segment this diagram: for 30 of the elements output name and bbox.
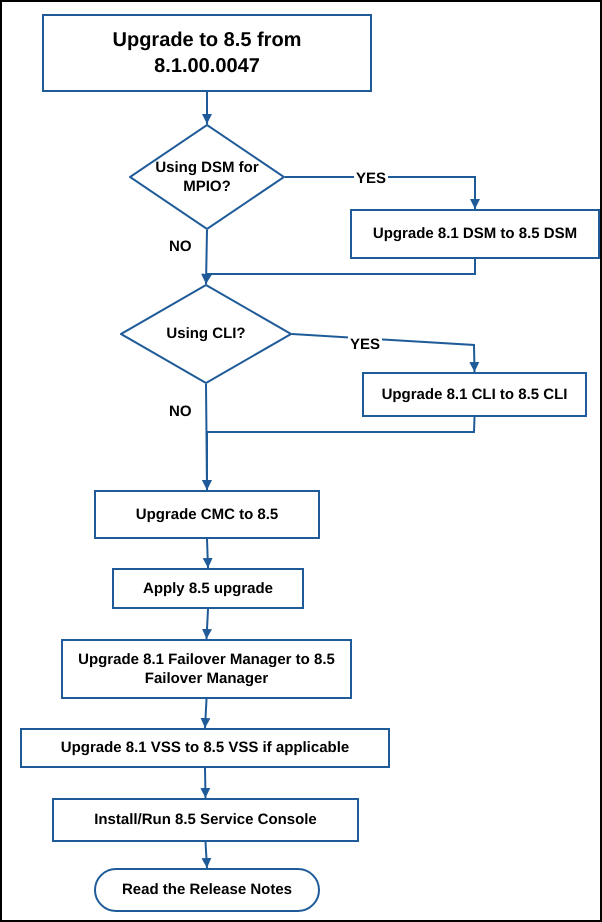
flow-arrow bbox=[201, 842, 212, 868]
process-box bbox=[94, 490, 320, 539]
flow-arrow bbox=[202, 538, 213, 568]
process-box bbox=[52, 798, 359, 842]
process-box bbox=[20, 728, 390, 768]
process-box bbox=[362, 372, 587, 417]
flow-arrow bbox=[202, 92, 212, 124]
step-text: Upgrade 8.1 DSM to 8.5 DSM bbox=[372, 224, 578, 244]
decision-diamond bbox=[120, 284, 292, 384]
step-text: Install/Run 8.5 Service Console bbox=[94, 810, 317, 830]
step-text: Upgrade 8.1 CLI to 8.5 CLI bbox=[382, 384, 568, 404]
decision-diamond bbox=[129, 124, 285, 230]
step-text: Upgrade 8.1 Failover Manager to 8.5 Failover Manager bbox=[77, 650, 336, 688]
step-text: Upgrade 8.1 VSS to 8.5 VSS if applicable bbox=[60, 738, 350, 758]
flow-arrow bbox=[200, 768, 210, 798]
process-box bbox=[61, 639, 352, 699]
process-box bbox=[42, 14, 372, 92]
process-box bbox=[350, 209, 600, 259]
process-box bbox=[112, 568, 304, 609]
terminal-box bbox=[94, 868, 320, 912]
step-text: Upgrade to 8.5 from 8.1.00.0047 bbox=[112, 28, 302, 79]
flow-arrow bbox=[202, 416, 476, 490]
step-text: Apply 8.5 upgrade bbox=[142, 578, 274, 598]
step-text: Upgrade CMC to 8.5 bbox=[136, 504, 278, 524]
flow-arrow bbox=[202, 608, 212, 640]
step-text: Using DSM for MPIO? bbox=[154, 158, 260, 196]
flow-arrow bbox=[200, 698, 210, 728]
step-text: Read the Release Notes bbox=[122, 880, 292, 900]
flow-arrow bbox=[202, 259, 476, 284]
step-text: Using CLI? bbox=[166, 324, 246, 344]
